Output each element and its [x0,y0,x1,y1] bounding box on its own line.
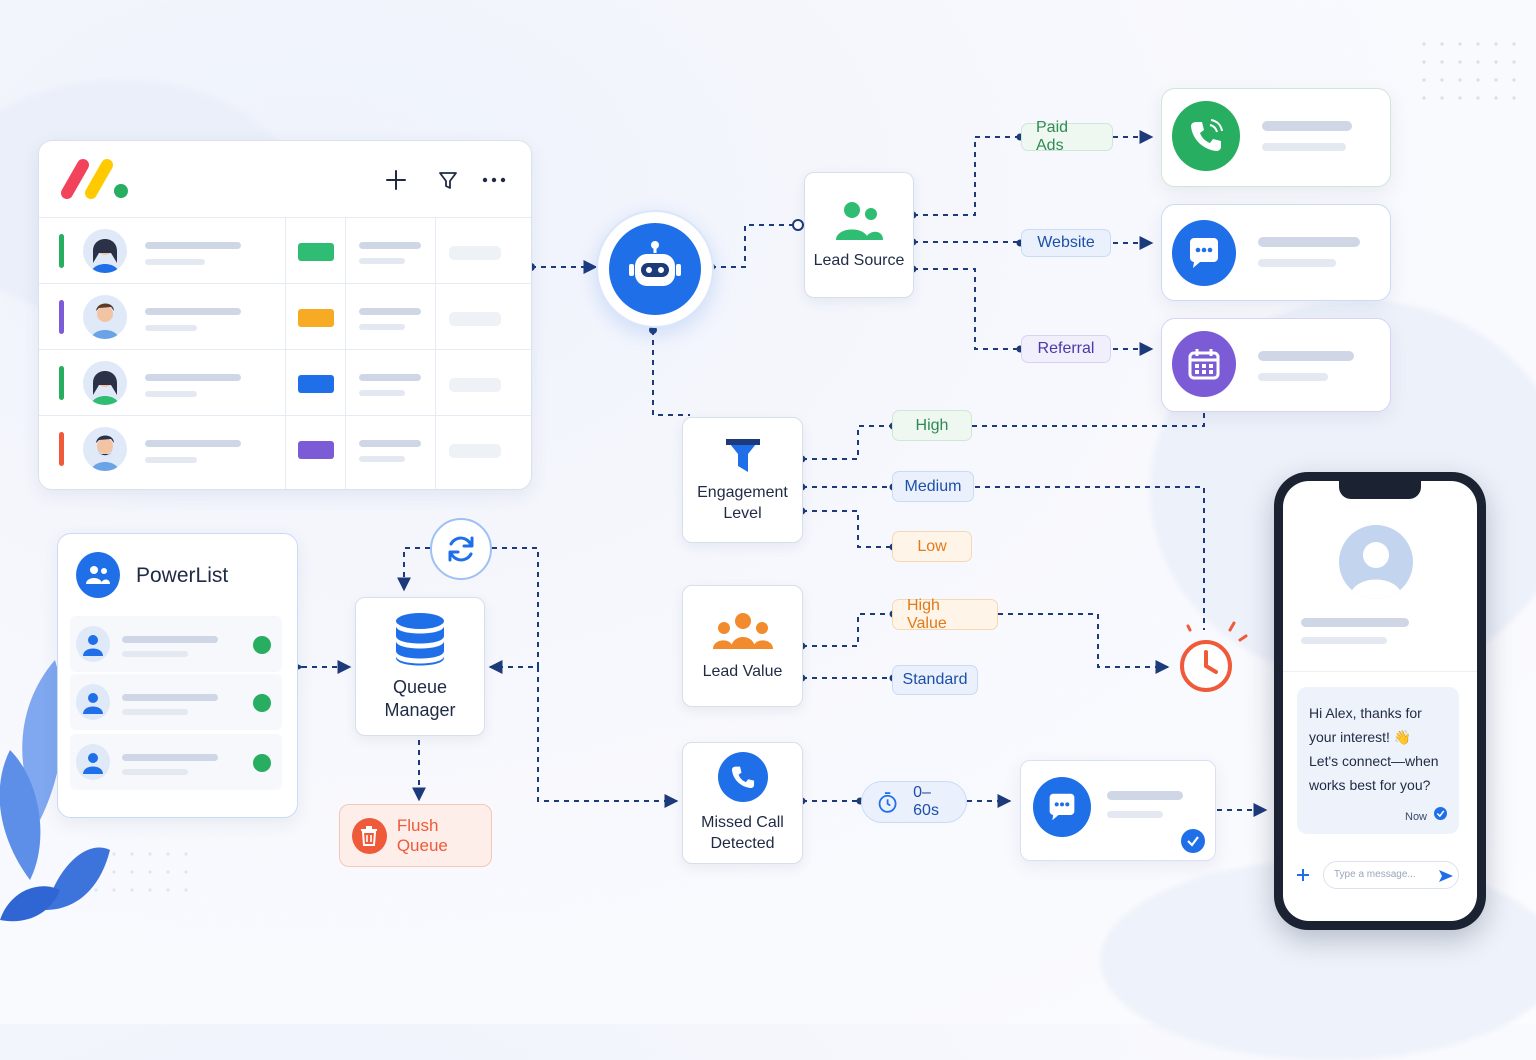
avatar [83,427,127,471]
queue-manager-node[interactable]: Queue Manager [355,597,485,736]
lead-value-node[interactable]: Lead Value [682,585,803,707]
plus-icon[interactable] [385,169,407,191]
refresh-node[interactable] [430,518,492,580]
engagement-level-node[interactable]: Engagement Level [682,417,803,543]
refresh-icon [448,536,474,562]
online-status-dot [253,754,271,772]
users-icon [836,201,883,240]
funnel-icon [725,439,760,472]
phone-notch [1339,481,1421,499]
medium-pill[interactable]: Medium [892,471,974,502]
list-item[interactable] [70,616,282,672]
missed-call-label-line1: Missed Call [701,814,784,831]
message-input[interactable]: Type a message... [1323,861,1459,889]
group-icon [76,552,120,598]
flush-queue-label: Flush Queue [396,815,448,855]
status-bar [59,234,64,268]
message-line-2: your interest! 👋 [1309,729,1412,745]
lead-source-label: Lead Source [813,251,905,269]
avatar [83,361,127,405]
status-chip[interactable] [298,441,334,459]
trash-icon [352,817,387,854]
user-avatar-icon [76,626,110,662]
queue-label-line2: Manager [384,699,456,720]
add-attachment-icon[interactable] [1295,867,1311,883]
status-bar [59,300,64,334]
sms-message-card[interactable] [1020,760,1216,861]
contact-avatar-icon [1339,525,1413,599]
phone-call-card[interactable] [1161,88,1391,187]
missed-call-node[interactable]: Missed Call Detected [682,742,803,864]
table-row[interactable] [39,416,531,481]
list-item[interactable] [70,674,282,730]
table-row[interactable] [39,350,531,416]
list-item[interactable] [70,734,282,790]
filter-icon[interactable] [437,169,459,191]
paid-ads-pill[interactable]: Paid Ads [1021,119,1113,154]
powerlist-title: PowerList [136,564,229,587]
queue-label-line1: Queue [392,676,448,697]
message-line-3: Let's connect—when [1309,753,1439,769]
stopwatch-icon [878,792,897,813]
lead-value-label: Lead Value [702,662,783,680]
website-chat-card[interactable] [1161,204,1391,301]
missed-call-label-line2: Detected [710,835,775,852]
response-timer-pill[interactable]: 0–60s [861,781,967,823]
ai-bot-node[interactable] [596,210,714,328]
online-status-dot [253,636,271,654]
website-pill[interactable]: Website [1021,229,1111,257]
lead-source-node[interactable]: Lead Source [804,172,914,298]
phone-mockup: Hi Alex, thanks for your interest! 👋 Let… [1274,472,1486,930]
message-timestamp: Now [1405,811,1428,823]
dot-grid-decoration [1422,42,1516,100]
high-pill[interactable]: High [892,410,972,441]
message-icon [1033,777,1091,837]
standard-pill[interactable]: Standard [892,665,978,695]
phone-icon [717,752,768,802]
calendar-card[interactable] [1161,318,1391,412]
response-time-label: 0–60s [913,784,939,819]
table-row[interactable] [39,284,531,350]
high-value-pill[interactable]: High Value [892,597,998,632]
send-icon[interactable] [1438,868,1454,884]
status-chip[interactable] [298,243,334,261]
avatar [83,295,127,339]
message-line-1: Hi Alex, thanks for [1309,705,1422,721]
powerlist-card: PowerList [57,533,298,818]
user-avatar-icon [76,744,110,780]
chat-bubble-icon [1172,220,1236,286]
monday-logo-icon [61,159,128,199]
database-icon [396,612,444,665]
avatar [83,229,127,273]
table-row[interactable] [39,218,531,284]
status-bar [59,366,64,400]
message-input-placeholder: Type a message... [1334,869,1416,880]
timer-alert-icon [1180,621,1248,692]
status-chip[interactable] [298,375,334,393]
check-icon [1181,829,1205,853]
status-chip[interactable] [298,309,334,327]
online-status-dot [253,694,271,712]
engagement-label-line2: Level [723,505,762,522]
leaf-plant-decoration [0,660,110,922]
lead-board-card [38,140,532,490]
flush-queue-button[interactable]: Flush Queue [339,804,492,867]
more-icon[interactable] [482,175,506,185]
robot-icon [629,241,681,286]
message-line-4: works best for you? [1309,777,1431,793]
read-check-icon [1434,807,1447,820]
team-icon [712,612,773,649]
user-avatar-icon [76,684,110,720]
low-pill[interactable]: Low [892,531,972,562]
calendar-icon [1172,331,1236,397]
chat-message-bubble: Hi Alex, thanks for your interest! 👋 Let… [1297,687,1459,834]
phone-call-icon [1172,101,1240,171]
status-bar [59,432,64,466]
engagement-label-line1: Engagement [697,484,788,501]
referral-pill[interactable]: Referral [1021,335,1111,363]
